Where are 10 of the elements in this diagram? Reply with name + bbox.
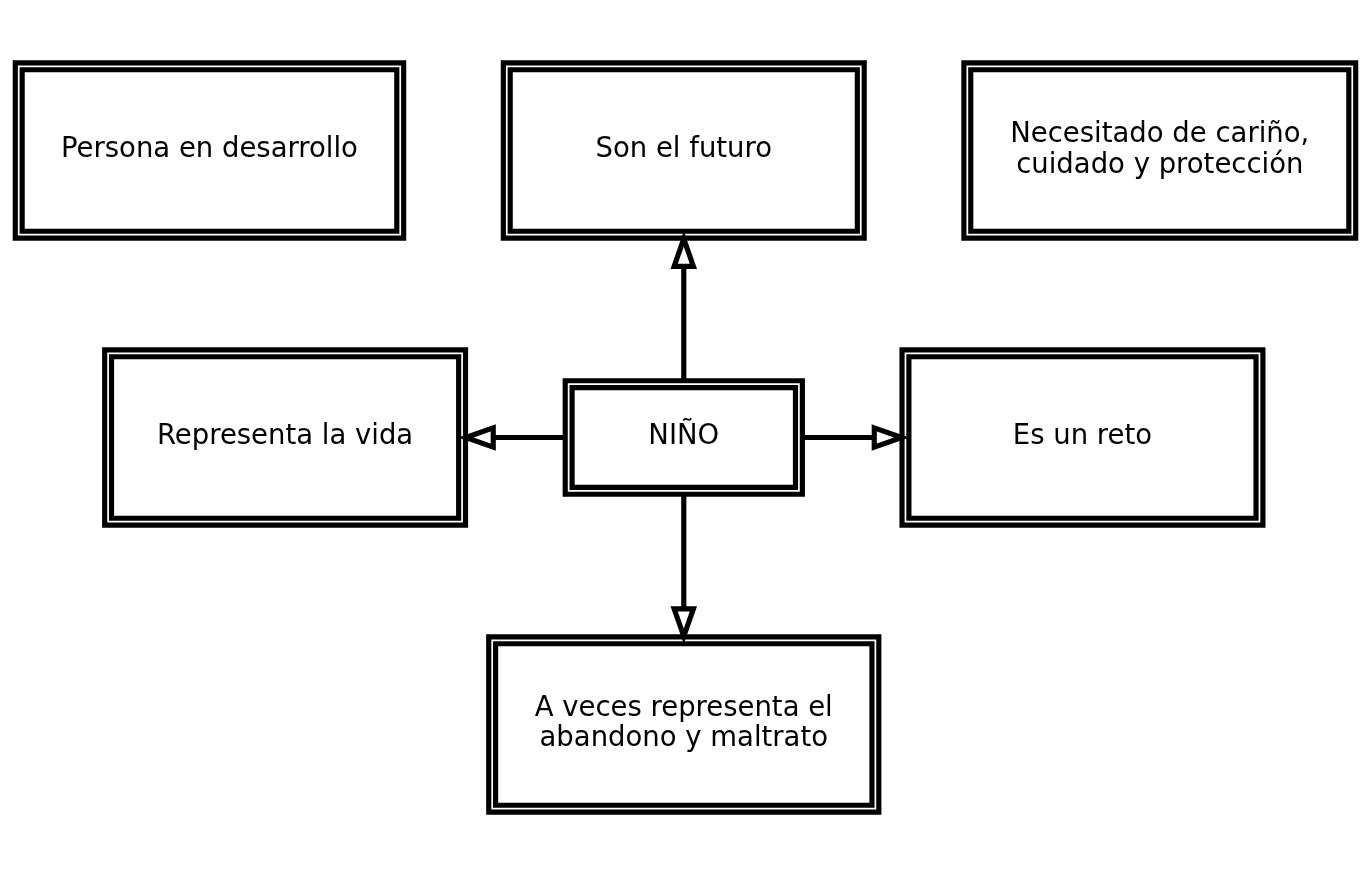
node-box: A veces representa el abandono y maltrato (486, 634, 882, 815)
node-box: Es un reto (899, 347, 1266, 528)
node-box: Persona en desarrollo (12, 60, 407, 241)
arrow (670, 494, 698, 645)
arrow (670, 231, 698, 381)
arrow (802, 424, 910, 451)
node-box: Representa la vida (102, 347, 469, 528)
node-box: Necesitado de cariño, cuidado y protección (961, 60, 1359, 241)
node-box: NIÑO (562, 378, 805, 497)
node-box: Son el futuro (500, 60, 867, 241)
